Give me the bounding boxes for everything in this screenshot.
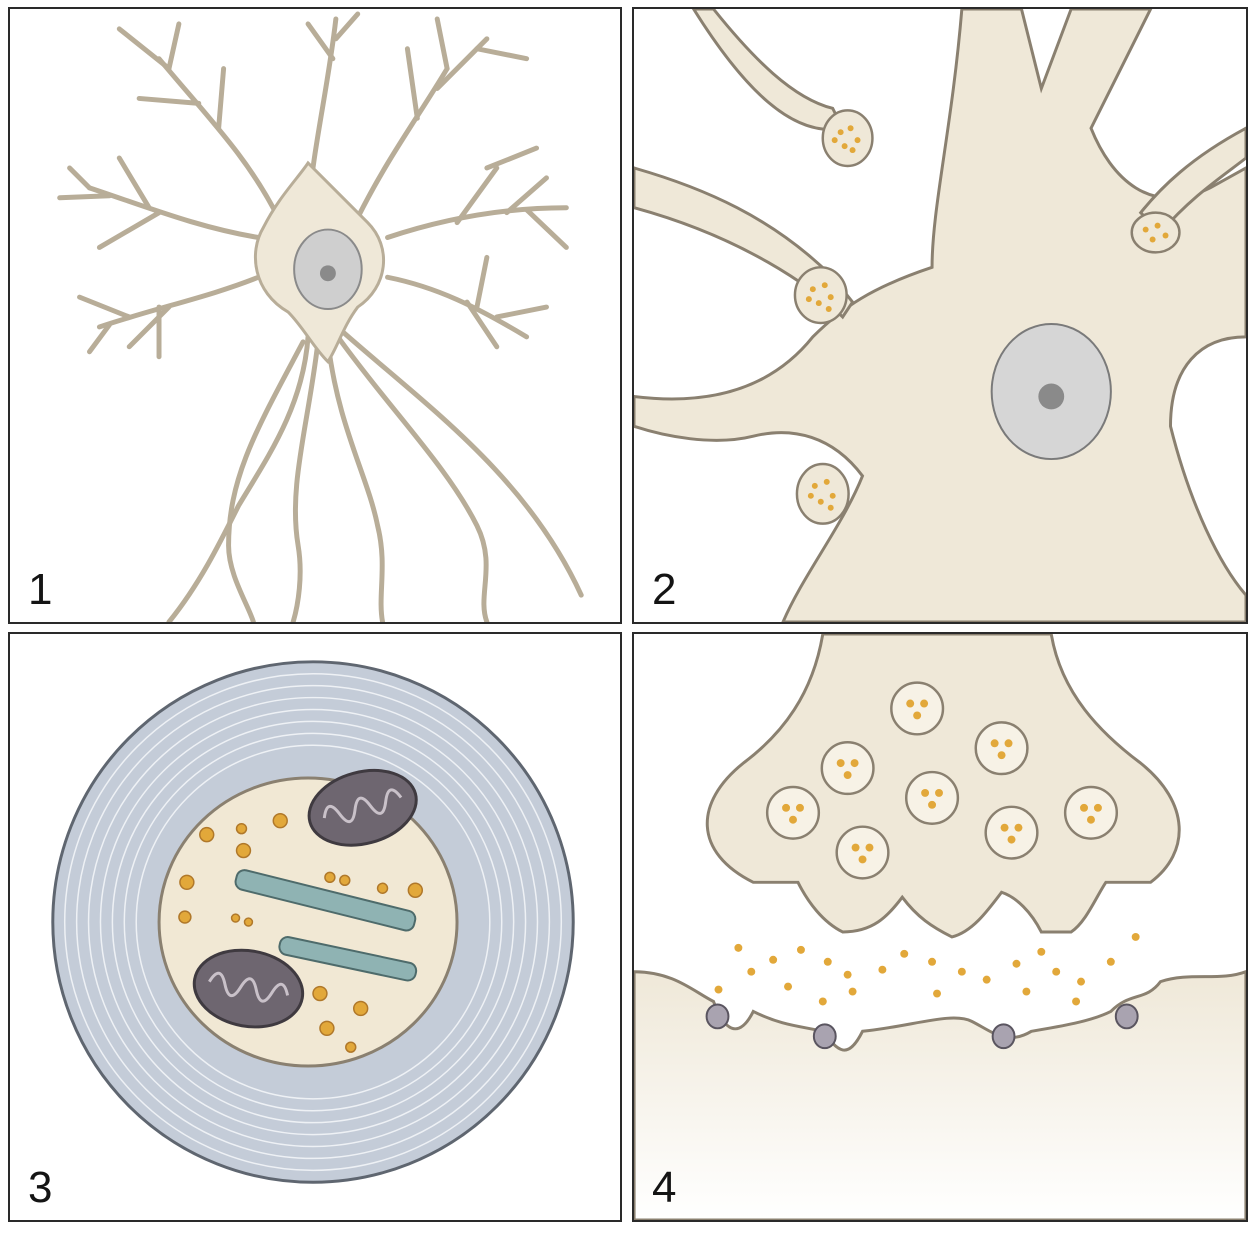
nucleolus xyxy=(1038,383,1065,410)
synaptic-vesicles xyxy=(765,681,1119,880)
panel-number: 2 xyxy=(652,565,677,614)
vesicles xyxy=(178,813,424,1053)
vesicle-clusters xyxy=(805,125,1169,511)
incoming-axon xyxy=(691,9,845,131)
neurotransmitters-in-vesicles xyxy=(782,699,1102,864)
dendrite-tree xyxy=(57,11,584,622)
synaptic-terminals xyxy=(793,109,1181,525)
panel-synaptic-inputs: 2 xyxy=(632,7,1248,624)
myelin-layers xyxy=(63,672,563,1172)
panel-number: 4 xyxy=(652,1163,677,1212)
postsynaptic-membrane xyxy=(634,970,1246,1220)
axon-cross-section-illustration xyxy=(51,660,575,1184)
neuron-overview-illustration xyxy=(57,11,584,622)
panel-synaptic-cleft: 4 xyxy=(632,632,1248,1222)
synaptic-cleft-illustration xyxy=(634,634,1246,1220)
panel-number: 1 xyxy=(28,565,53,614)
panel-axon-cross-section: 3 xyxy=(8,632,622,1222)
panel-neuron-overview: 1 xyxy=(8,7,622,624)
receptors xyxy=(705,1003,1139,1050)
cell-body-closeup xyxy=(634,9,1246,622)
microtubules xyxy=(234,869,418,982)
panel-number: 3 xyxy=(28,1163,53,1212)
nucleolus xyxy=(319,265,336,282)
synaptic-inputs-illustration xyxy=(634,9,1246,622)
released-neurotransmitters xyxy=(714,932,1140,1006)
mitochondria xyxy=(192,769,418,1029)
